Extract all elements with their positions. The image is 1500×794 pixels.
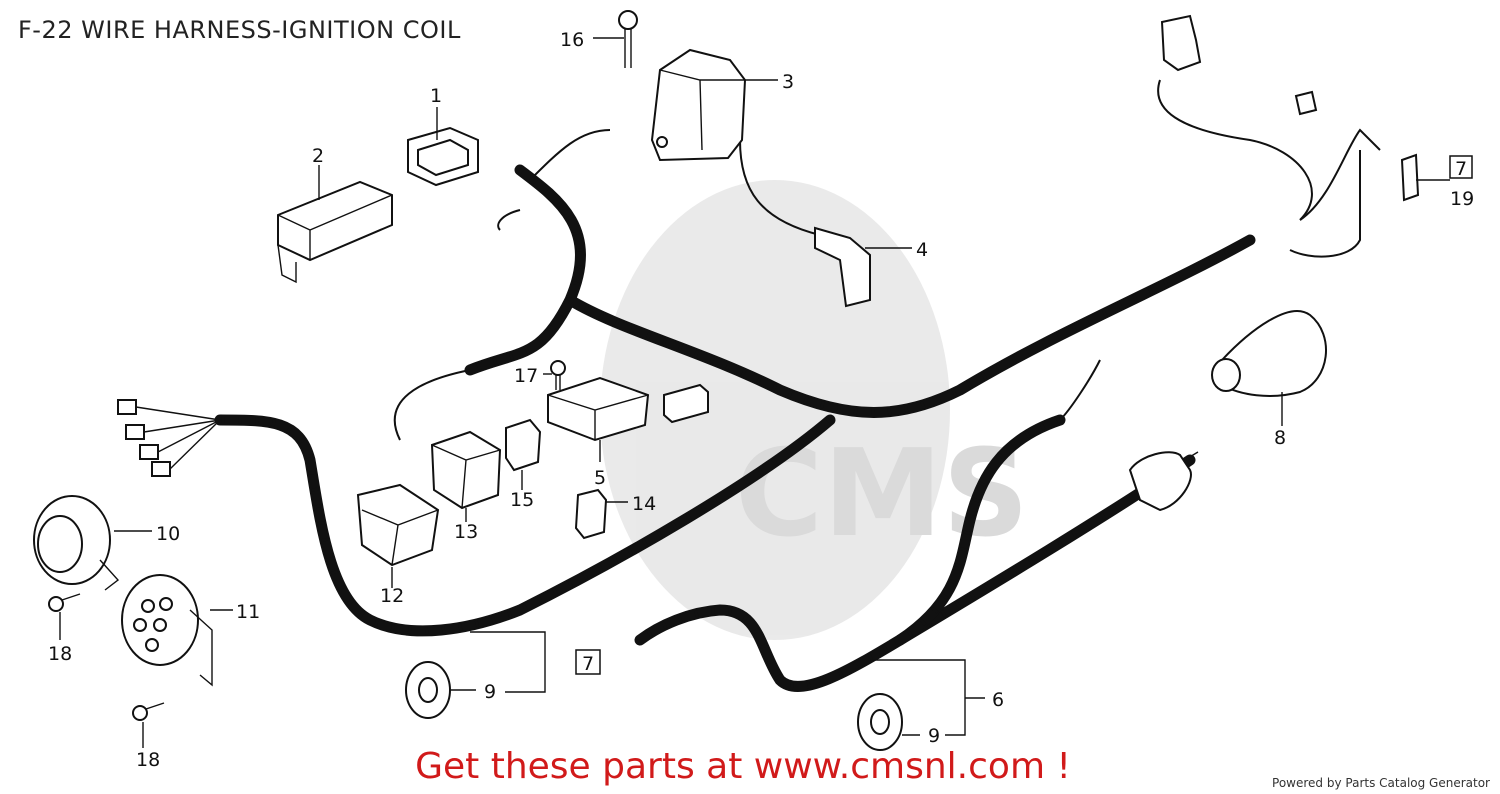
callout-14: 14 xyxy=(632,493,656,515)
part-ignition-coil xyxy=(650,48,747,162)
thin-wires xyxy=(393,79,1381,441)
part-connector-cluster xyxy=(117,399,221,477)
part-plug-cap xyxy=(814,226,871,308)
callout-8: 8 xyxy=(1274,427,1286,449)
part-switch-connector xyxy=(1160,14,1318,116)
watermark-text: CMS xyxy=(735,425,1029,564)
callout-1: 1 xyxy=(430,85,442,107)
part-socket xyxy=(1128,451,1199,512)
shop-link-text[interactable]: Get these parts at www.cmsnl.com ! xyxy=(415,746,1071,787)
part-rubber-boot xyxy=(1211,310,1327,397)
generator-credit: Powered by Parts Catalog Generator xyxy=(1272,776,1490,790)
sub-harness xyxy=(634,414,1196,692)
diagram-title: F-22 WIRE HARNESS-IGNITION COIL xyxy=(18,16,461,44)
callout-4: 4 xyxy=(916,239,928,261)
part-bolt-17 xyxy=(550,360,566,390)
callout-labels: 1 2 3 4 5 6 7 7 8 9 9 10 11 12 13 14 15 … xyxy=(48,29,1474,771)
wire-harness-main xyxy=(214,164,1256,637)
part-connector xyxy=(663,383,709,424)
part-grommet-left xyxy=(405,661,451,719)
part-regulator xyxy=(547,376,650,442)
callout-9b: 9 xyxy=(928,725,940,747)
part-grommet-right xyxy=(857,693,903,751)
callout-7b: 7 xyxy=(582,653,594,675)
part-fuse-19 xyxy=(1400,153,1420,202)
part-horn-round xyxy=(33,495,120,591)
callout-3: 3 xyxy=(782,71,794,93)
callout-7a: 7 xyxy=(1455,158,1467,180)
callout-15: 15 xyxy=(510,489,534,511)
shop-link-banner[interactable]: Get these parts at www.cmsnl.com ! xyxy=(0,746,1500,787)
callout-16: 16 xyxy=(560,29,584,51)
part-bolt-18b xyxy=(132,702,165,721)
callout-19: 19 xyxy=(1450,188,1474,210)
part-unit-13 xyxy=(430,430,502,510)
part-unit-14 xyxy=(574,488,608,540)
part-unit-12 xyxy=(356,483,440,567)
leader-lines xyxy=(59,37,1450,748)
part-bolt-18a xyxy=(48,593,81,612)
callout-10: 10 xyxy=(156,523,180,545)
callout-12: 12 xyxy=(380,585,404,607)
part-unit-15 xyxy=(505,418,542,472)
callout-5: 5 xyxy=(594,467,606,489)
part-fuse-box xyxy=(277,180,393,284)
callout-17: 17 xyxy=(514,365,538,387)
callout-6: 6 xyxy=(992,689,1004,711)
callout-18b: 18 xyxy=(136,749,160,771)
callout-11: 11 xyxy=(236,601,260,623)
part-bolt-16 xyxy=(618,10,638,68)
callout-2: 2 xyxy=(312,145,324,167)
ref-box-7a xyxy=(1449,155,1473,179)
part-horn-disc xyxy=(121,574,213,687)
callout-18a: 18 xyxy=(48,643,72,665)
callout-9a: 9 xyxy=(484,681,496,703)
callout-13: 13 xyxy=(454,521,478,543)
ref-box-7b xyxy=(575,649,601,675)
part-relay xyxy=(407,126,479,187)
